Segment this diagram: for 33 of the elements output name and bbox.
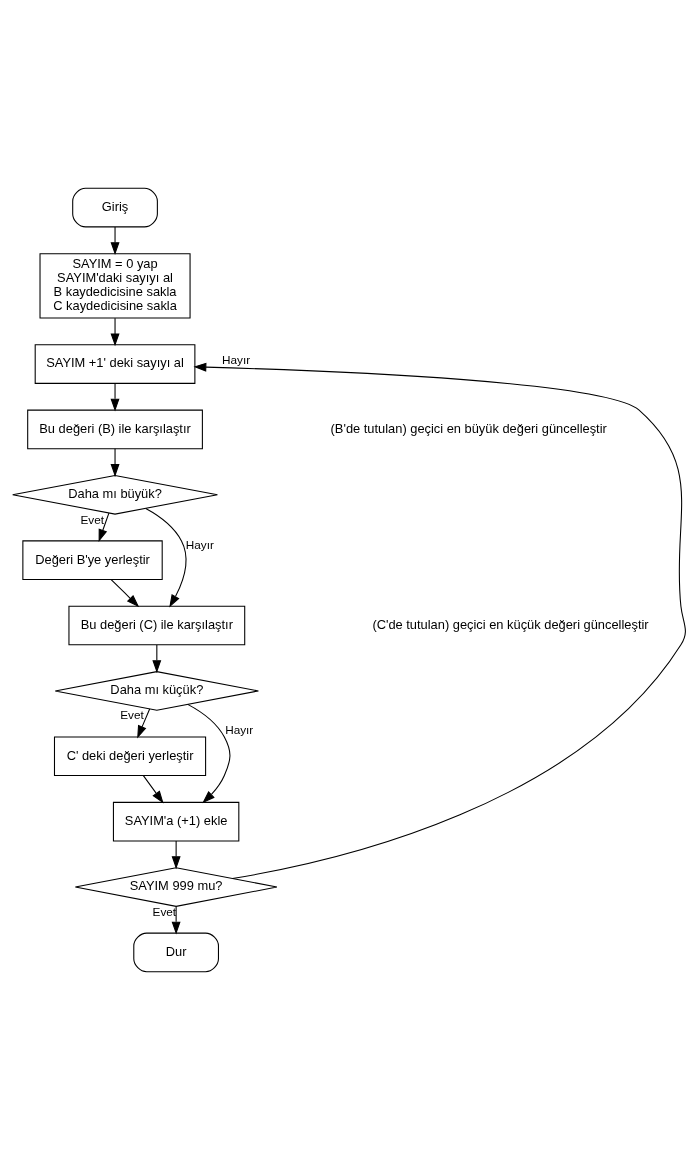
node-diamond: Daha mı büyük? [12,474,218,515]
arrow [152,643,162,673]
edge-label: Hayır [222,352,251,366]
edge-label: Evet [80,512,104,526]
arrow [187,703,231,803]
arrow [98,512,110,542]
arrow [142,774,164,803]
arrow [171,840,181,869]
arrow [110,317,120,346]
node-box: Giriş [72,187,158,227]
arrow [110,382,120,411]
node-box: C' deki değeri yerleştir [53,735,207,776]
edge-label: Hayır [185,537,214,551]
arrow [137,707,151,738]
node-diamond: SAYIM 999 mu? [74,866,278,907]
node-box: SAYIM +1' deki sayıyı al [34,343,196,384]
node-box: SAYIM'a (+1) ekle [112,801,240,841]
arrow [145,507,187,607]
edge-label: Hayır [225,722,254,736]
label: (C'de tutulan) geçici en küçük değeri güncelleştir [372,616,649,632]
edge-label: Evet [152,904,177,918]
node-box: Bu değeri (C) ile karşılaştır [68,605,246,645]
node-box: Bu değeri (B) ile karşılaştır [27,409,203,449]
arrow [110,447,120,477]
arrow [193,362,686,879]
node-box: SAYIM = 0 yap SAYIM'daki sayıyı al B kaydedicisine sakla C kaydedicisine sakla [39,252,191,318]
node-diamond: Daha mı küçük? [54,670,259,711]
node-box: Değeri B'ye yerleştir [22,539,163,580]
arrow [110,578,140,607]
arrow [171,905,181,934]
arrow [110,226,120,255]
label: (B'de tutulan) geçici en büyük değeri güncelleştir [330,420,607,436]
node-box: Dur [133,932,219,972]
